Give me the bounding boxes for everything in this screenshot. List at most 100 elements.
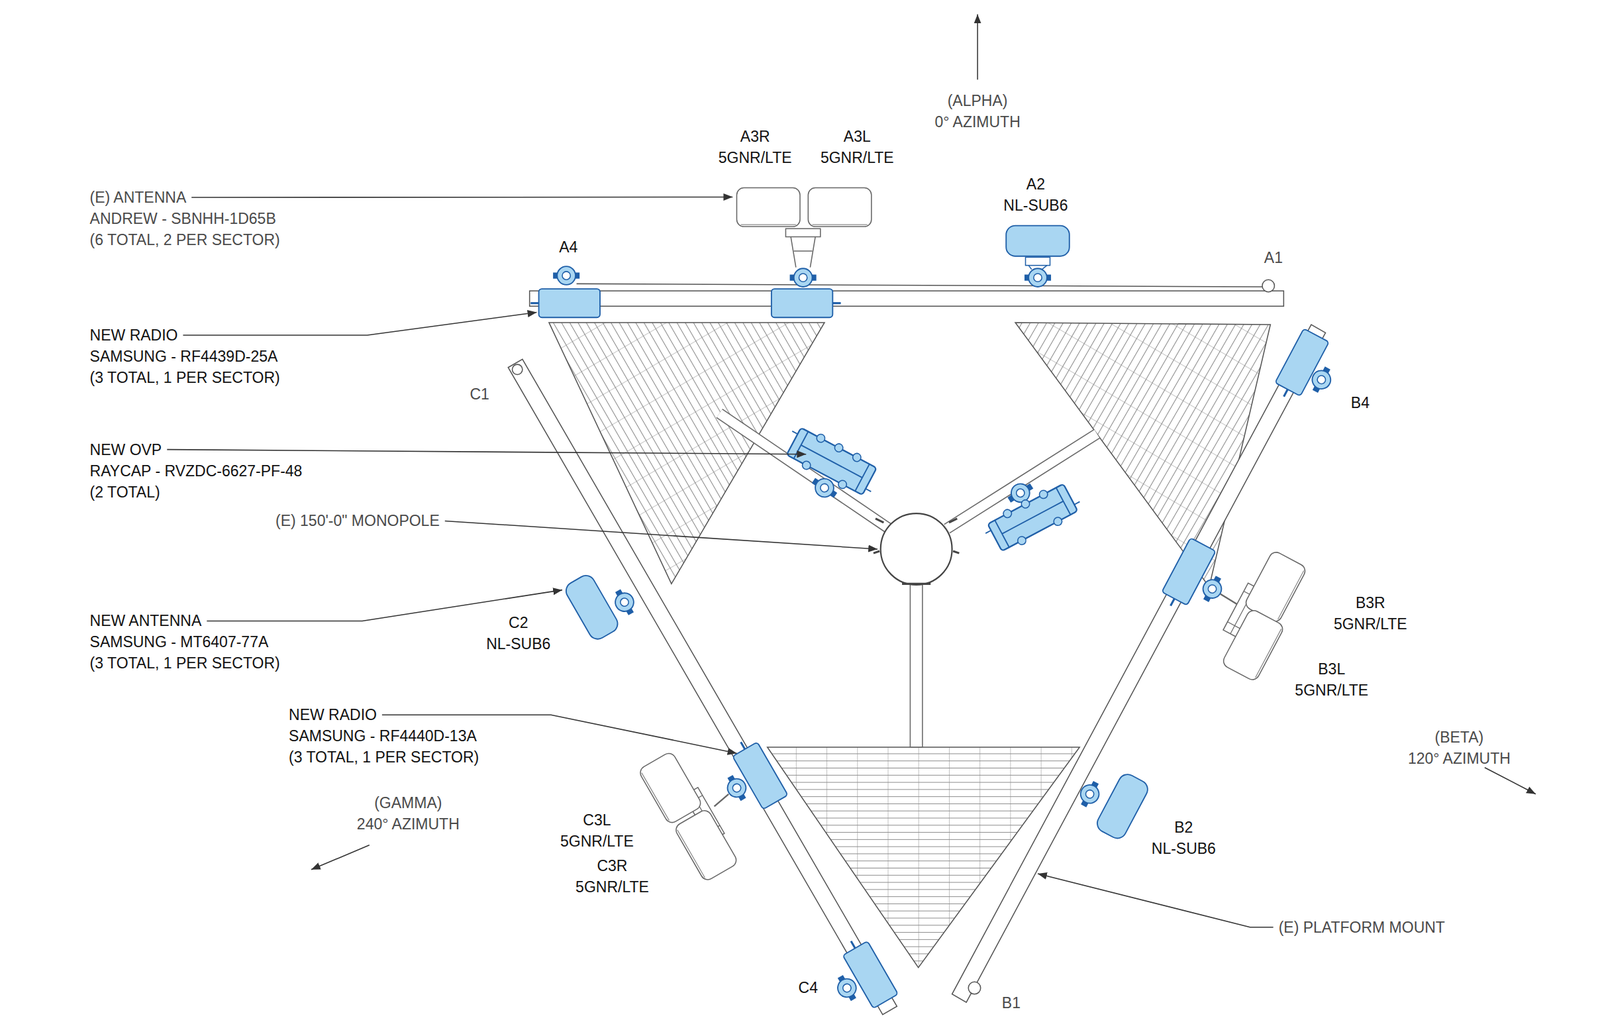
corner-pipe bbox=[968, 981, 981, 994]
label-line: ANDREW - SBNHH-1D65B bbox=[90, 209, 277, 228]
label-line: (3 TOTAL, 1 PER SECTOR) bbox=[90, 654, 281, 672]
pole-bracket bbox=[873, 518, 959, 585]
label-line: B1 bbox=[1001, 994, 1021, 1012]
label-line: (3 TOTAL, 1 PER SECTOR) bbox=[90, 368, 281, 387]
callout-label: NEW OVP RAYCAP - RVZDC-6627-PF-48 (2 TOT… bbox=[90, 439, 303, 503]
callout-label: C2 NL-SUB6 bbox=[486, 611, 551, 655]
support-arm bbox=[719, 413, 888, 528]
label-line: B3R bbox=[1355, 594, 1386, 612]
callout-label: B3L 5GNR/LTE bbox=[1294, 658, 1369, 701]
label-line: 5GNR/LTE bbox=[718, 149, 793, 167]
label-line: (E) 150'-0" MONOPOLE bbox=[275, 511, 440, 530]
label-line: NL-SUB6 bbox=[1151, 839, 1216, 857]
label-line: C4 bbox=[798, 978, 818, 997]
antenna-new-symbol bbox=[1094, 770, 1151, 842]
radio-symbol bbox=[728, 735, 789, 810]
label-line: SAMSUNG - RF4440D-13A bbox=[288, 727, 477, 745]
mount-bracket bbox=[1025, 256, 1051, 265]
label-line: 5GNR/LTE bbox=[1333, 615, 1408, 633]
callout-label: A1 bbox=[1264, 247, 1283, 269]
antenna-existing-symbol bbox=[637, 750, 703, 826]
label-line: A2 bbox=[1026, 175, 1046, 193]
label-line: C1 bbox=[469, 385, 489, 403]
clamp-symbol bbox=[1198, 572, 1227, 605]
clamp-symbol bbox=[609, 586, 640, 619]
label-line: NEW RADIO bbox=[90, 326, 179, 344]
label-line: 5GNR/LTE bbox=[820, 149, 895, 167]
callout-label: A3L 5GNR/LTE bbox=[820, 125, 895, 169]
corner-pipe bbox=[511, 364, 522, 375]
label-line: (GAMMA) bbox=[374, 794, 442, 812]
label-line: 0° AZIMUTH bbox=[934, 113, 1020, 131]
label-line: C3R bbox=[596, 856, 628, 875]
label-line: B2 bbox=[1174, 818, 1193, 836]
callout-label: B4 bbox=[1350, 392, 1370, 414]
label-line: 120° AZIMUTH bbox=[1407, 749, 1511, 767]
radio-symbol bbox=[838, 933, 899, 1008]
label-line: NL-SUB6 bbox=[486, 635, 551, 653]
azimuth-arrow bbox=[311, 845, 370, 870]
ovp-symbol bbox=[980, 477, 1085, 558]
label-line: 240° AZIMUTH bbox=[356, 815, 460, 833]
platform-rail bbox=[576, 283, 1263, 287]
label-line: NL-SUB6 bbox=[1003, 196, 1068, 214]
mount-bracket bbox=[785, 228, 820, 237]
label-line: (3 TOTAL, 1 PER SECTOR) bbox=[288, 748, 479, 766]
mount-arm bbox=[714, 794, 730, 806]
clamp-symbol bbox=[1307, 363, 1336, 396]
clamp-symbol bbox=[790, 268, 817, 287]
label-line: NEW RADIO bbox=[288, 705, 377, 724]
callout-label: NEW ANTENNA SAMSUNG - MT6407-77A (3 TOTA… bbox=[90, 609, 281, 674]
callout-label: B3R 5GNR/LTE bbox=[1333, 592, 1408, 635]
leader-lines bbox=[166, 196, 1273, 927]
radio-symbol bbox=[1271, 328, 1330, 404]
azimuth-arrow bbox=[1484, 767, 1536, 795]
callout-label: C1 bbox=[469, 383, 489, 405]
label-line: A3L bbox=[843, 127, 871, 146]
label-line: 5GNR/LTE bbox=[560, 832, 634, 850]
corner-pipe bbox=[1262, 279, 1275, 292]
label-line: 5GNR/LTE bbox=[1294, 681, 1369, 699]
mount-arm bbox=[1220, 594, 1240, 606]
label-line: (6 TOTAL, 2 PER SECTOR) bbox=[90, 231, 281, 249]
leader-line bbox=[191, 196, 733, 199]
mount-bracket bbox=[790, 237, 816, 268]
callout-label: A4 bbox=[558, 236, 578, 258]
callout-label: C4 bbox=[798, 976, 818, 999]
callout-label: (E) ANTENNA ANDREW - SBNHH-1D65B (6 TOTA… bbox=[90, 186, 281, 251]
label-line: A3R bbox=[740, 127, 771, 146]
antenna-existing-symbol bbox=[736, 188, 800, 228]
callout-label: (E) 150'-0" MONOPOLE bbox=[275, 509, 440, 532]
label-line: NEW OVP bbox=[90, 441, 163, 459]
ovp-symbol bbox=[779, 421, 885, 502]
clamp-symbol bbox=[1024, 268, 1051, 287]
callout-label: B1 bbox=[1001, 992, 1021, 1014]
callout-label: NEW RADIO SAMSUNG - RF4440D-13A (3 TOTAL… bbox=[288, 703, 479, 768]
callout-label: C3R 5GNR/LTE bbox=[575, 854, 650, 898]
label-line: C3L bbox=[582, 811, 611, 829]
support-arm-fill bbox=[719, 413, 888, 528]
label-line: 5GNR/LTE bbox=[575, 878, 650, 896]
label-line: (BETA) bbox=[1435, 728, 1485, 746]
callout-label: (ALPHA) 0° AZIMUTH bbox=[934, 90, 1020, 133]
callout-label: B2 NL-SUB6 bbox=[1151, 816, 1216, 859]
callout-label: (GAMMA) 240° AZIMUTH bbox=[356, 792, 460, 835]
antenna-existing-symbol bbox=[807, 188, 872, 228]
callout-label: A2 NL-SUB6 bbox=[1003, 173, 1068, 216]
platform-beam bbox=[529, 290, 1285, 306]
label-line: A1 bbox=[1264, 249, 1283, 267]
leader-line bbox=[1037, 873, 1274, 928]
label-line: NEW ANTENNA bbox=[90, 611, 202, 630]
leader-line bbox=[182, 312, 537, 336]
label-line: B3L bbox=[1317, 660, 1346, 678]
label-line: SAMSUNG - RF4439D-25A bbox=[90, 347, 279, 365]
label-line: (ALPHA) bbox=[947, 92, 1008, 110]
monopole bbox=[880, 513, 953, 585]
radio-symbol bbox=[530, 288, 600, 318]
radio-symbol bbox=[1158, 537, 1216, 613]
label-line: B4 bbox=[1350, 394, 1370, 412]
antenna-new-symbol bbox=[1005, 225, 1070, 257]
clamp-symbol bbox=[552, 266, 580, 285]
